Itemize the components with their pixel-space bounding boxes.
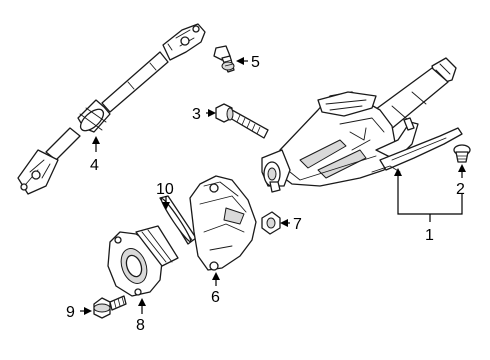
callout-labels: 1 2 3 4 5 6 7 8 9 10 bbox=[66, 54, 465, 334]
bolt-5 bbox=[213, 45, 235, 73]
callout-7: 7 bbox=[293, 216, 302, 233]
callout-3: 3 bbox=[192, 106, 201, 123]
callout-10: 10 bbox=[156, 181, 174, 198]
bolt-2 bbox=[453, 144, 471, 163]
leader-lines bbox=[80, 57, 466, 315]
bolt-9 bbox=[93, 295, 127, 319]
steering-column-assembly bbox=[261, 57, 463, 193]
seal-ring-10 bbox=[159, 195, 197, 245]
callout-8: 8 bbox=[136, 317, 145, 334]
leader-1 bbox=[397, 172, 463, 215]
callout-5: 5 bbox=[251, 54, 260, 71]
column-cover-6 bbox=[189, 175, 257, 271]
intermediate-shaft bbox=[17, 23, 206, 195]
callout-6: 6 bbox=[211, 289, 220, 306]
callout-4: 4 bbox=[90, 157, 99, 174]
callout-1: 1 bbox=[425, 227, 434, 244]
callout-9: 9 bbox=[66, 304, 75, 321]
bolt-3 bbox=[215, 103, 269, 139]
boot-seal-8 bbox=[107, 225, 179, 297]
nut-7 bbox=[261, 211, 281, 235]
callout-2: 2 bbox=[456, 181, 465, 198]
